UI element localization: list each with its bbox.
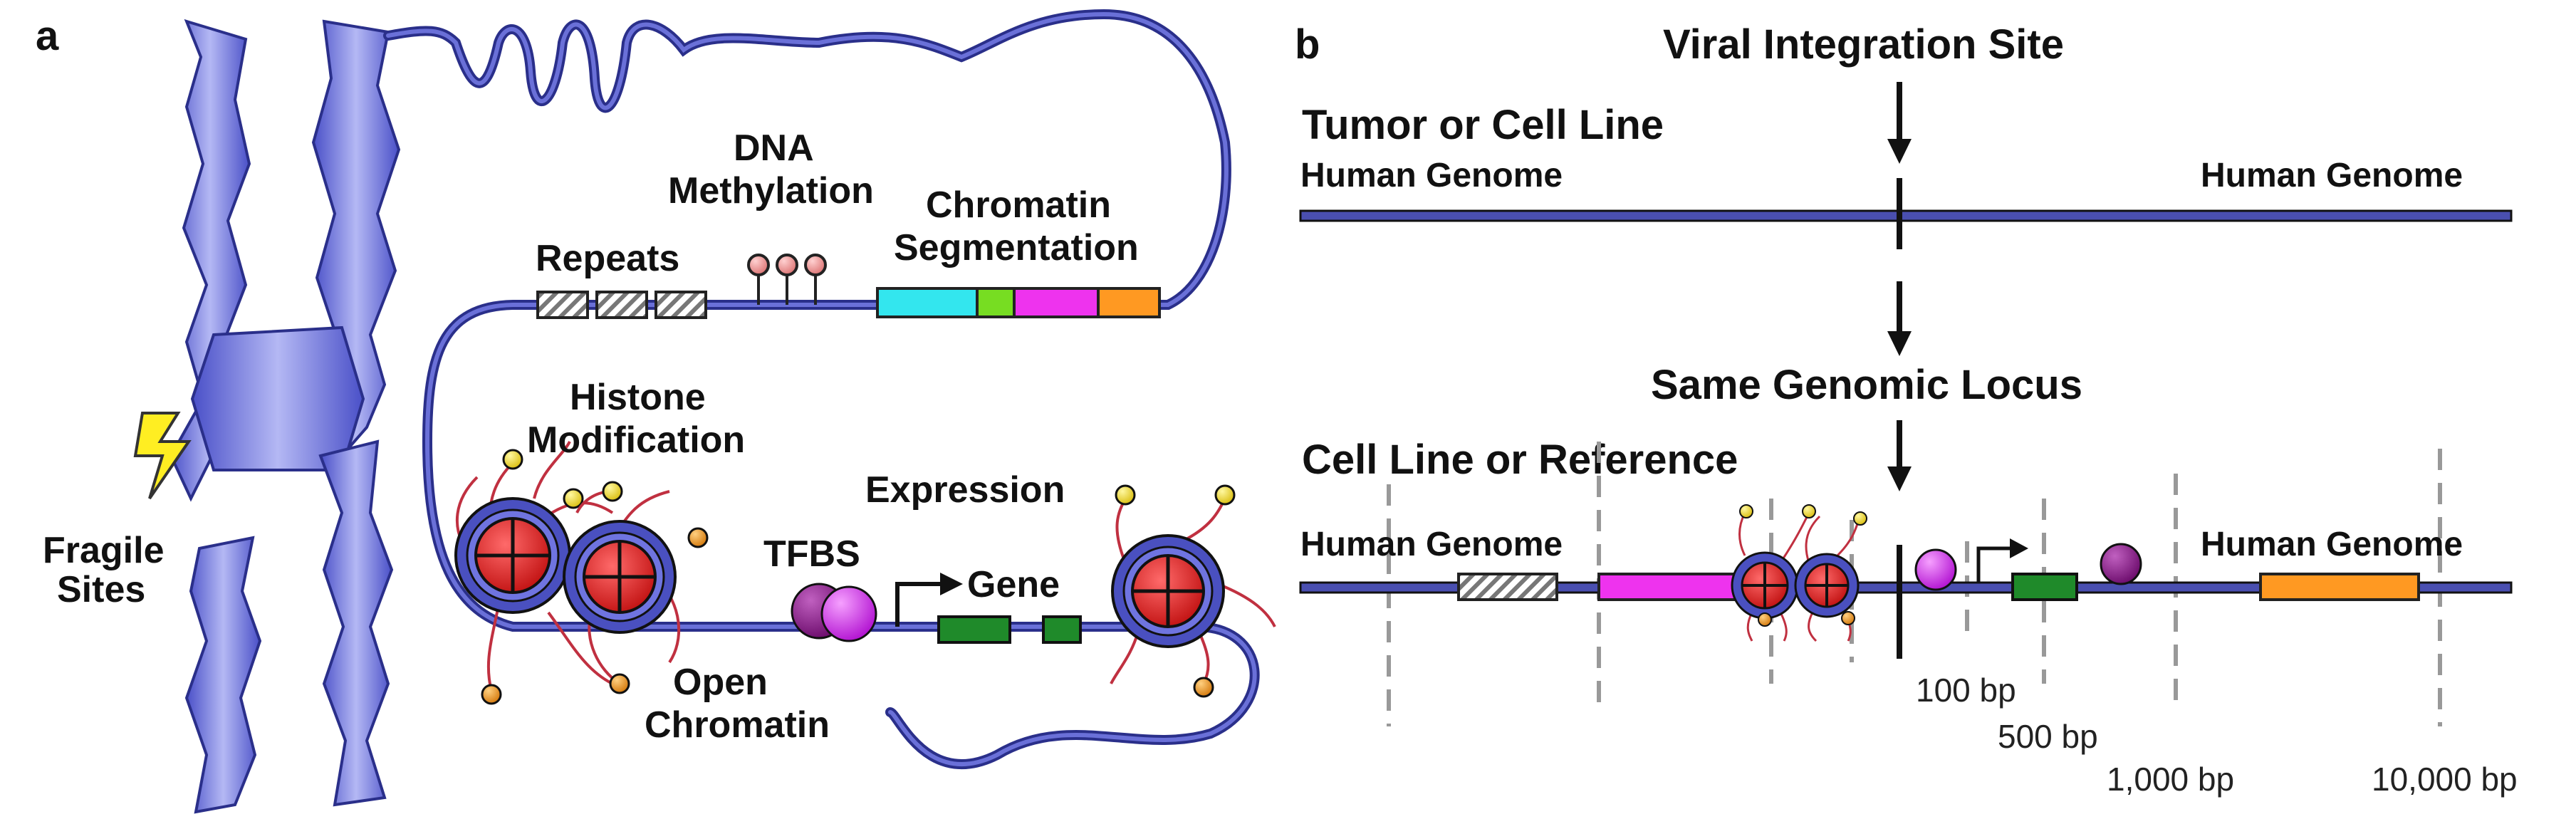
tf-magenta <box>1914 548 1957 591</box>
chromosome-centromere <box>190 325 365 471</box>
panel-a-letter: a <box>36 13 59 59</box>
histone-middle <box>563 481 709 694</box>
histone-small-1 <box>1731 504 1816 642</box>
segment-orange <box>1097 287 1161 318</box>
distance-label-10000bp: 10,000 bp <box>2372 761 2518 798</box>
methylation-marks <box>747 254 827 305</box>
chromatin-segments <box>876 287 1161 318</box>
histone-modification-label-line1: Histone <box>570 377 706 418</box>
methyl-group <box>804 254 827 276</box>
dna-fiber <box>383 9 1260 770</box>
chromosome <box>169 19 401 814</box>
human-genome-top-left: Human Genome <box>1300 157 1563 194</box>
chromosome-left-arm-bottom <box>184 536 262 814</box>
histone-left <box>454 441 614 705</box>
cell-line-or-reference-label: Cell Line or Reference <box>1302 437 1738 483</box>
same-genomic-locus-label: Same Genomic Locus <box>1651 362 2082 408</box>
down-arrow <box>1887 139 1912 164</box>
chromatin-segmentation-label-line1: Chromatin <box>926 184 1111 226</box>
tumor-or-cell-line-label: Tumor or Cell Line <box>1302 102 1664 148</box>
segment-magenta <box>1013 287 1100 318</box>
repeats-label: Repeats <box>536 238 679 279</box>
human-genome-top-right: Human Genome <box>2201 157 2463 194</box>
repeat-block <box>536 291 589 319</box>
down-arrow <box>1887 466 1912 491</box>
methyl-group <box>747 254 770 276</box>
dna-methylation-label-line1: DNA <box>734 127 814 169</box>
dna-fiber-highlight <box>386 11 1257 767</box>
repeat-block <box>1457 573 1558 601</box>
chromosome-right-arm-bottom <box>318 439 394 807</box>
dna-methylation-label-line2: Methylation <box>668 170 874 212</box>
repeat-blocks <box>536 291 707 319</box>
exon <box>937 615 1011 644</box>
human-genome-bottom-right: Human Genome <box>2201 526 2463 563</box>
exon <box>1042 615 1082 644</box>
repeat-block <box>595 291 648 319</box>
viral-integration-site-label: Viral Integration Site <box>1663 21 2064 68</box>
genome-line-top <box>1299 209 2513 222</box>
chromatin-segmentation-label-line2: Segmentation <box>894 227 1139 268</box>
segment-green <box>976 287 1016 318</box>
fragile-sites-label-line2: Sites <box>57 569 145 610</box>
down-arrow <box>1887 331 1912 356</box>
tf-magenta <box>820 585 877 642</box>
distance-label-500bp: 500 bp <box>1998 718 2098 755</box>
panel-a: a Fragile Sites Repeats <box>36 9 1276 814</box>
tfbs-label: TFBS <box>763 533 860 575</box>
expression-label: Expression <box>865 469 1065 511</box>
open-chromatin-label-line1: Open <box>673 662 768 703</box>
distance-label-1000bp: 1,000 bp <box>2107 761 2234 798</box>
open-chromatin-label-line2: Chromatin <box>645 704 830 746</box>
lightning-icon <box>133 412 192 500</box>
fragile-sites-label-line1: Fragile <box>43 530 165 571</box>
tss-arrow <box>895 582 947 627</box>
tf-purple <box>2100 543 2142 585</box>
methyl-group <box>776 254 798 276</box>
gene-label: Gene <box>967 564 1060 605</box>
distance-label-100bp: 100 bp <box>1916 672 2016 709</box>
histone-modification-label-line2: Modification <box>527 419 745 461</box>
repeat-block <box>655 291 707 319</box>
histone-small-2 <box>1794 511 1867 642</box>
chromosome-right-arm-top <box>311 19 401 459</box>
panel-b-letter: b <box>1295 21 1320 68</box>
panel-b: b Viral Integration Site Tumor or Cell L… <box>1295 21 2518 798</box>
segment-cyan <box>876 287 979 318</box>
segment-orange <box>2259 573 2420 601</box>
human-genome-bottom-left: Human Genome <box>1300 526 1563 563</box>
tss-arrow <box>1976 546 2016 583</box>
histone-right <box>1110 484 1276 698</box>
exon <box>2011 573 2078 601</box>
segment-magenta <box>1597 573 1743 601</box>
